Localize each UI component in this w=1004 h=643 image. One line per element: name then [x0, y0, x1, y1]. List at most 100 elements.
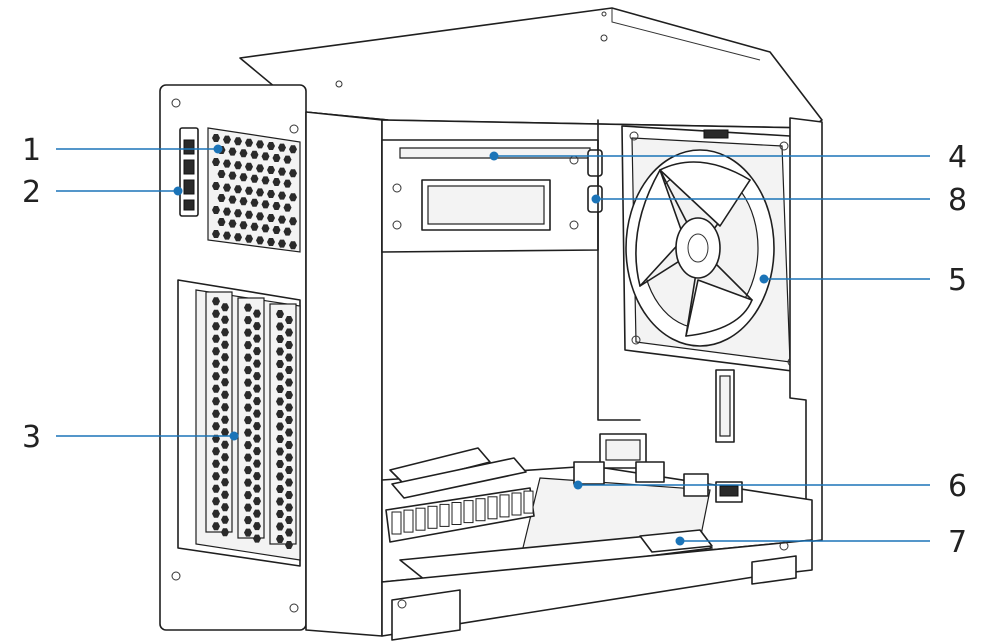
vent-hole — [278, 167, 286, 176]
slot-vent-hole — [285, 391, 293, 399]
vent-hole — [223, 159, 231, 168]
callout-label-6: 6 — [948, 469, 967, 504]
slot-vent-hole — [276, 422, 284, 431]
slot-vent-hole — [221, 365, 229, 374]
slot-vent-hole — [212, 309, 220, 318]
connector-pin — [391, 511, 402, 535]
vent-hole — [212, 206, 220, 214]
slot-vent-hole — [212, 372, 220, 381]
vent-mesh — [207, 127, 301, 253]
connector-pin — [439, 503, 450, 527]
io-buttons — [179, 127, 199, 217]
vent-hole — [234, 137, 242, 146]
vent-hole — [272, 202, 281, 210]
vent-hole — [239, 173, 248, 182]
connector-pin — [463, 500, 474, 524]
vent-hole — [283, 227, 292, 236]
slot-vent-hole — [276, 347, 284, 356]
vent-hole — [267, 190, 275, 198]
slot-vent-hole — [285, 428, 293, 437]
slot-vent-hole — [221, 353, 229, 362]
slot-vent-hole — [244, 466, 252, 475]
slot-vent-hole — [244, 503, 252, 512]
slot-vent-hole — [244, 416, 252, 425]
slot-vent-hole — [285, 341, 293, 349]
connector-pin — [403, 509, 414, 533]
vent-hole — [289, 241, 297, 250]
slot-vent-hole — [212, 422, 220, 431]
slot-vent-hole — [244, 491, 252, 500]
slot-vent-hole — [276, 360, 284, 368]
callout-label-3: 3 — [22, 420, 41, 455]
vent-hole — [267, 166, 275, 174]
slot-vent-hole — [285, 466, 293, 474]
vent-hole — [283, 179, 292, 188]
slot-vent-hole — [221, 453, 229, 462]
slot-vent-hole — [285, 328, 293, 337]
connector-pin — [415, 507, 426, 531]
vent-hole — [267, 142, 275, 150]
slot-vent-hole — [276, 522, 284, 531]
vent-hole — [245, 234, 253, 243]
vent-hole — [250, 174, 259, 183]
slot-vent-hole — [221, 428, 229, 437]
vent-hole — [261, 152, 270, 161]
slot-vent-hole — [221, 528, 229, 537]
slot-vent-hole — [253, 534, 261, 543]
connector-pin — [451, 502, 462, 525]
slot-vent-hole — [285, 541, 293, 549]
vent-hole — [212, 158, 220, 166]
vent-hole — [212, 230, 220, 238]
callout-4: 4 — [489, 140, 967, 175]
slot-vent-hole — [253, 397, 261, 406]
slot-vent-hole — [244, 478, 252, 487]
slot-vent-hole — [221, 478, 229, 487]
slot-vent-hole — [253, 497, 261, 506]
slot-vent-hole — [221, 340, 229, 349]
vent-hole — [217, 218, 226, 226]
slot-vent-hole — [276, 472, 284, 481]
connector-pin — [487, 496, 498, 520]
vent-hole — [267, 238, 275, 246]
slot-vent-hole — [285, 366, 293, 374]
vent-hole — [278, 191, 286, 200]
case-fan — [621, 125, 801, 373]
vent-hole — [289, 193, 297, 202]
slot-vent-hole — [276, 460, 284, 468]
slot-vent-hole — [212, 384, 220, 393]
slot-vent-hole — [212, 359, 220, 368]
slot-vent-hole — [276, 372, 284, 381]
slot-vent-hole — [244, 453, 252, 462]
vent-hole — [245, 138, 253, 147]
vent-hole — [289, 169, 297, 178]
vent-hole — [228, 195, 237, 204]
slot-vent-hole — [253, 509, 261, 518]
slot-vent-hole — [221, 440, 229, 449]
vent-hole — [289, 145, 297, 154]
vent-hole — [223, 207, 231, 216]
slot-vent-hole — [253, 434, 261, 443]
vent-hole — [239, 221, 248, 230]
slot-vent-hole — [253, 384, 261, 393]
slot-vent-hole — [212, 297, 220, 306]
callout-6: 6 — [573, 469, 967, 504]
vent-hole — [239, 197, 248, 206]
slot-vent-hole — [276, 485, 284, 493]
vent-hole — [217, 170, 226, 178]
slot-vent-hole — [221, 303, 229, 312]
slot-vent-hole — [276, 435, 284, 443]
pcie-slots — [177, 279, 301, 567]
slot-vent-hole — [276, 322, 284, 331]
vent-hole — [234, 233, 242, 242]
slot-vent-hole — [212, 397, 220, 406]
slot-vent-hole — [221, 490, 229, 499]
slot-vent-hole — [244, 391, 252, 400]
vent-hole — [234, 161, 242, 170]
callout-label-8: 8 — [948, 183, 967, 218]
slot-vent-hole — [276, 510, 284, 518]
slot-vent-hole — [221, 403, 229, 412]
slot-vent-hole — [212, 497, 220, 506]
vent-hole — [267, 214, 275, 222]
slot-vent-hole — [221, 378, 229, 387]
